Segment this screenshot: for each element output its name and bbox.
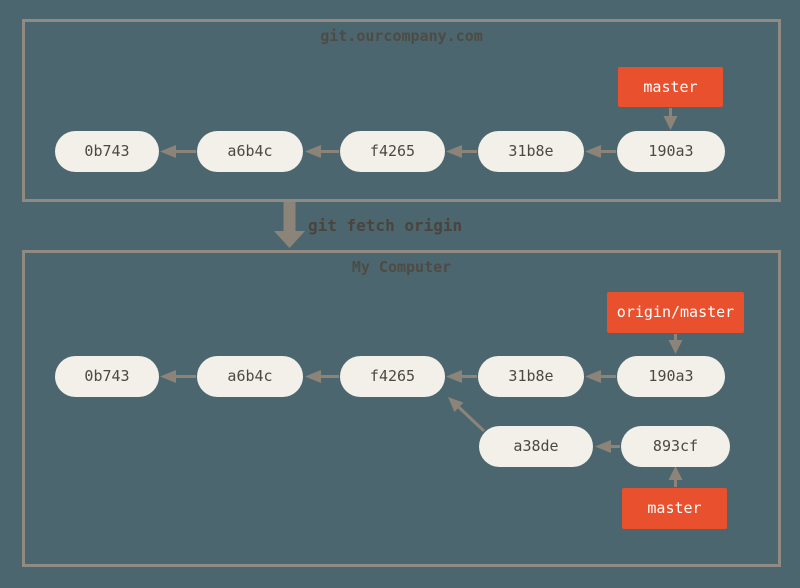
local-repo-title: My Computer — [351, 258, 452, 276]
commit-node: 893cf — [621, 426, 730, 467]
commit-node: 190a3 — [617, 356, 725, 397]
fetch-arrow — [274, 201, 305, 248]
git-command-caption: git fetch origin — [308, 216, 463, 235]
local-master-branch-label: master — [622, 488, 727, 529]
remote-repo-box — [22, 19, 781, 202]
commit-node: a6b4c — [197, 356, 303, 397]
commit-node: a6b4c — [197, 131, 303, 172]
commit-node: f4265 — [340, 131, 445, 172]
commit-node: 31b8e — [478, 131, 584, 172]
remote-master-branch-label: master — [618, 67, 723, 107]
commit-node: a38de — [479, 426, 593, 467]
commit-node: 31b8e — [478, 356, 584, 397]
local-repo-box — [22, 250, 781, 567]
commit-node: 0b743 — [55, 131, 159, 172]
remote-repo-title: git.ourcompany.com — [320, 27, 483, 45]
commit-node: f4265 — [340, 356, 445, 397]
commit-node: 190a3 — [617, 131, 725, 172]
commit-node: 0b743 — [55, 356, 159, 397]
origin-master-branch-label: origin/master — [607, 292, 744, 333]
